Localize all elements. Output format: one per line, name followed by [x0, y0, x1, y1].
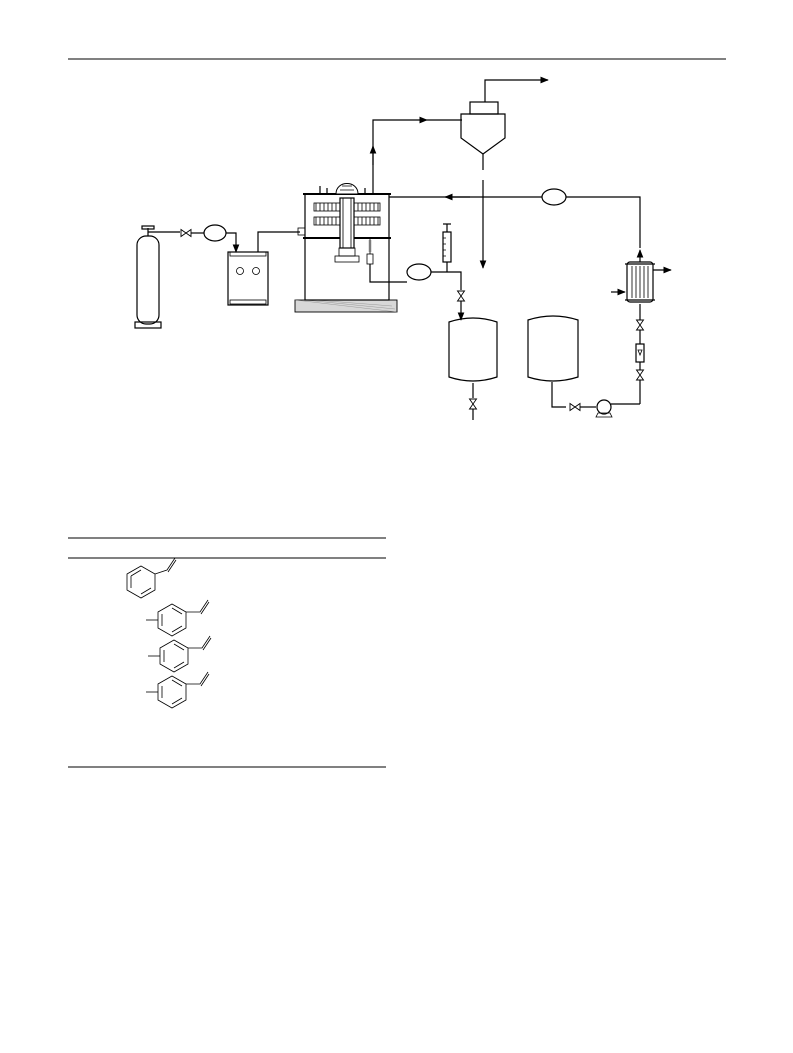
gas-cylinder-icon: [134, 225, 180, 329]
feed-tank-icon: [527, 315, 579, 382]
gauge-icon: [541, 188, 567, 206]
process-flow-diagram: [134, 76, 672, 420]
cyclone-separator-icon: [460, 76, 549, 170]
para-substituted-vinyl-icon: [148, 635, 212, 673]
benzene-vinyl-icon: [126, 557, 177, 599]
valve-icon: [569, 403, 581, 411]
valve-icon: [636, 369, 644, 381]
syringe-icon: [442, 223, 452, 272]
gauge-icon: [203, 224, 227, 242]
valve-icon: [180, 229, 192, 237]
heat-exchanger-icon: [611, 261, 672, 303]
collection-tank-icon: [448, 317, 498, 420]
valve-icon: [636, 319, 644, 331]
valve-icon: [457, 290, 465, 302]
pump-icon: [595, 399, 640, 418]
buffer-tank-icon: [227, 251, 269, 306]
para-substituted-vinyl-icon: [146, 671, 210, 709]
para-substituted-vinyl-icon: [146, 599, 210, 637]
gauge-icon: [406, 263, 432, 281]
rotameter-icon: [635, 343, 645, 363]
table: [68, 537, 386, 768]
high-gravity-reactor-icon: [294, 183, 398, 313]
